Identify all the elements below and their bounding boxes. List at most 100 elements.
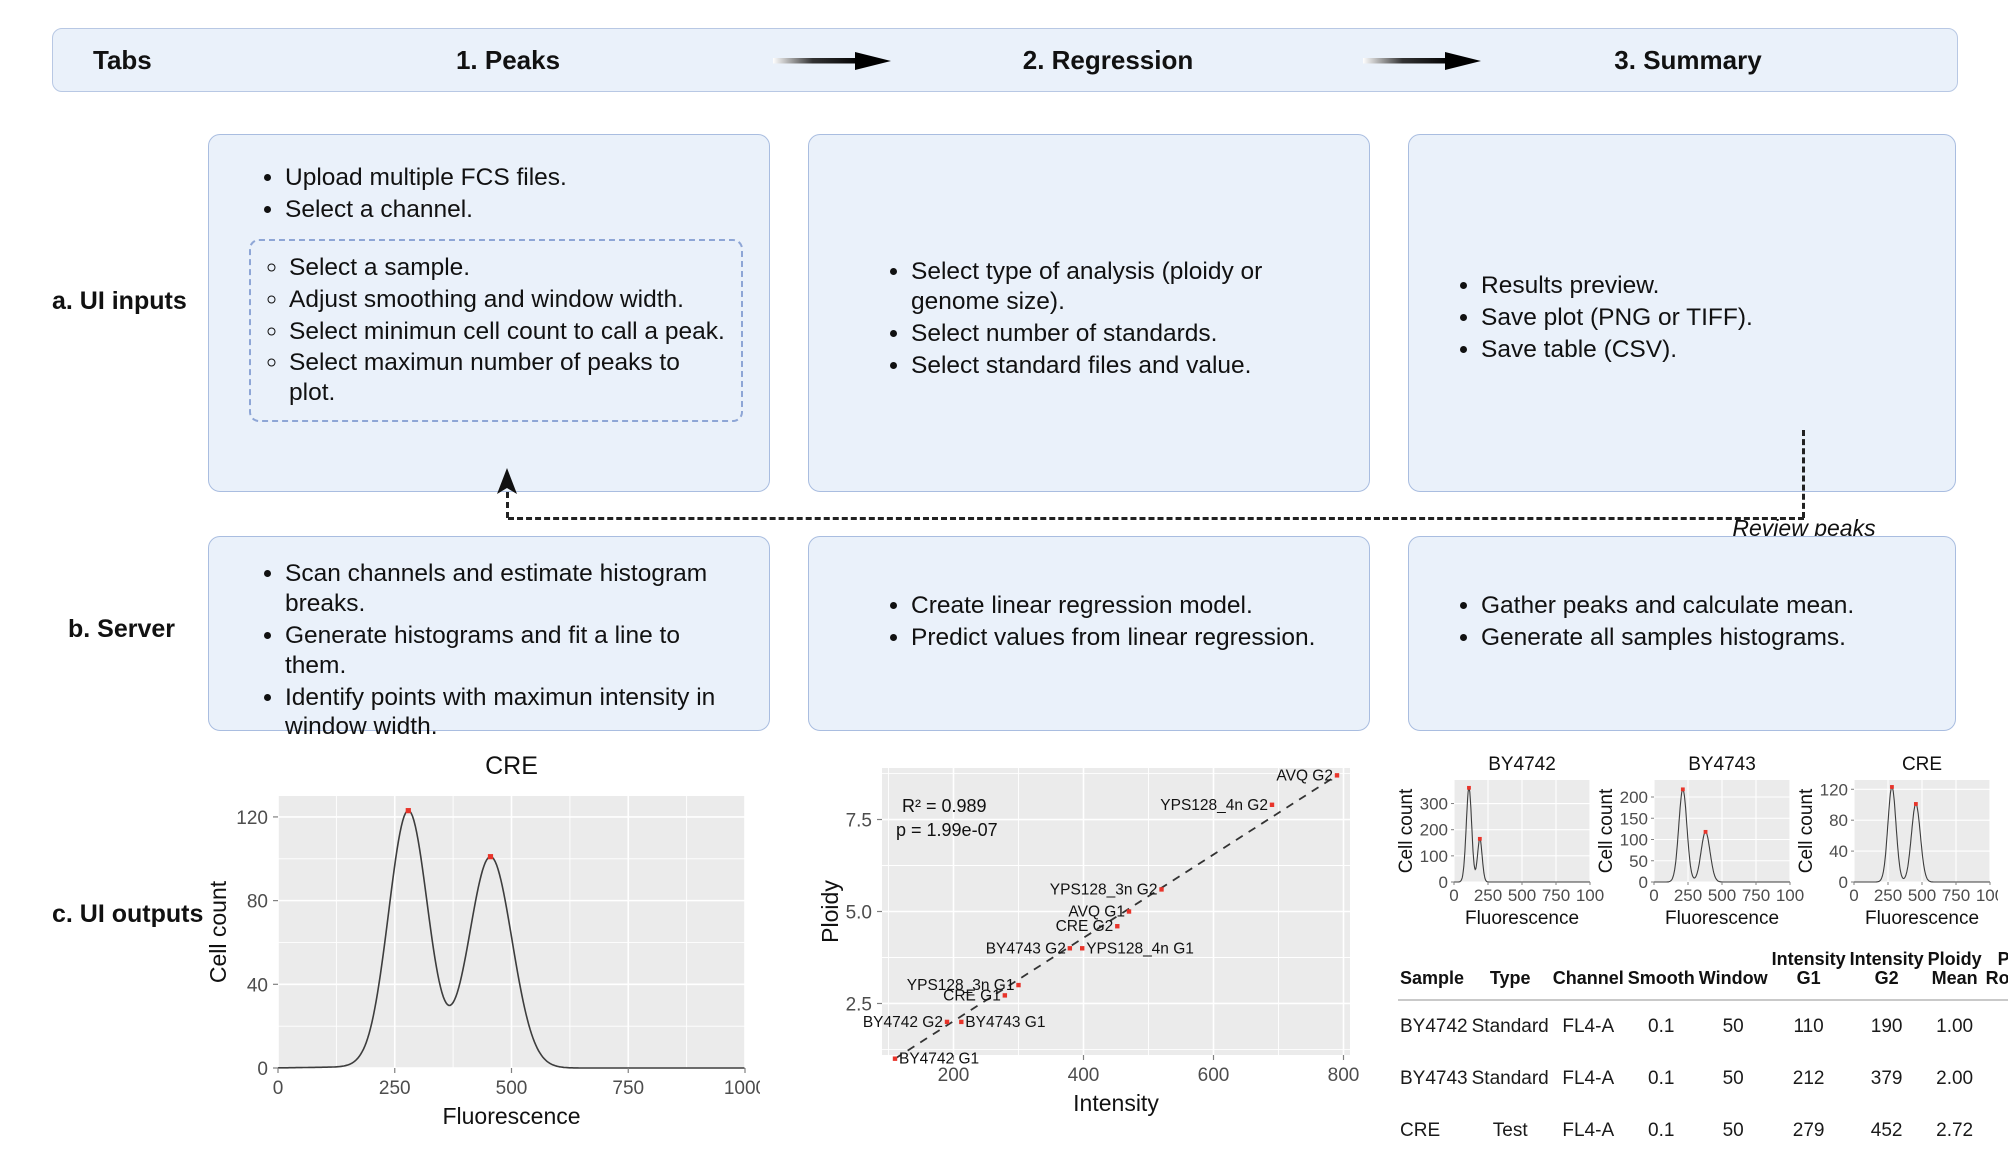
table-cell: 50 xyxy=(1722,1067,1744,1089)
y-tick-label: 200 xyxy=(1420,821,1448,840)
x-tick-label: 100 xyxy=(1776,886,1804,905)
table-cell: 0.1 xyxy=(1648,1067,1675,1089)
p-value-annotation: p = 1.99e-07 xyxy=(896,820,998,840)
tab-regression[interactable]: 2. Regression xyxy=(1022,44,1194,75)
table-cell: 452 xyxy=(1870,1119,1903,1141)
y-tick-label: 40 xyxy=(247,975,268,996)
tab-summary[interactable]: 3. Summary xyxy=(1614,44,1762,75)
x-tick-label: 0 xyxy=(1849,886,1858,905)
list-item: Save table (CSV). xyxy=(1481,335,1931,365)
y-tick-label: 2.5 xyxy=(846,994,872,1015)
tab-peaks[interactable]: 1. Peaks xyxy=(455,44,561,75)
list-item: Gather peaks and calculate mean. xyxy=(1481,591,1933,621)
y-tick-label: 200 xyxy=(1620,788,1648,807)
arrow-right-icon-1 xyxy=(773,51,891,70)
x-tick-label: 800 xyxy=(1328,1065,1360,1086)
table-cell: 279 xyxy=(1792,1119,1825,1141)
x-tick-label: 0 xyxy=(273,1078,284,1099)
table-body: BY4742StandardFL4-A0.1501101901.001BY474… xyxy=(1398,1000,2008,1157)
table-cell: 3 xyxy=(1984,1105,2008,1157)
data-point xyxy=(1080,946,1085,951)
data-point xyxy=(892,1056,898,1061)
histogram-curve xyxy=(277,809,745,1069)
y-tick-label: 150 xyxy=(1620,809,1648,828)
row-label-ui-outputs: c. UI outputs xyxy=(52,900,204,928)
y-tick-label: 0 xyxy=(1439,873,1448,892)
y-axis-label: Ploidy xyxy=(820,880,843,943)
x-axis-label: Fluorescence xyxy=(1665,908,1779,929)
x-tick-label: 500 xyxy=(1708,886,1736,905)
x-tick-label: 0 xyxy=(1649,886,1658,905)
x-axis-label: Fluorescence xyxy=(442,1103,580,1129)
list-item: Predict values from linear regression. xyxy=(911,623,1347,653)
table-cell: 2 xyxy=(1984,1053,2008,1105)
chart-title: CRE xyxy=(485,752,538,780)
list-item: Select number of standards. xyxy=(911,319,1339,349)
chart-cre-histogram: CRE0250500750100004080120FluorescenceCel… xyxy=(200,748,766,1143)
data-point xyxy=(1159,887,1164,892)
table-cell: 50 xyxy=(1722,1119,1744,1141)
panel-b1-bullets: Scan channels and estimate histogram bre… xyxy=(249,559,747,742)
regression-fit-line xyxy=(894,774,1338,1060)
table-cell: 2.72 xyxy=(1936,1119,1974,1141)
table-cell: 190 xyxy=(1870,1015,1903,1037)
data-point-label: BY4742 G1 xyxy=(899,1051,979,1068)
y-tick-label: 0 xyxy=(257,1059,268,1080)
x-tick-label: 750 xyxy=(1742,886,1770,905)
panel-a3-bullets: Results preview. Save plot (PNG or TIFF)… xyxy=(1445,271,1931,365)
list-item: Results preview. xyxy=(1481,271,1931,301)
data-point-label: YPS128_3n G1 xyxy=(907,977,1015,994)
list-item: Save plot (PNG or TIFF). xyxy=(1481,303,1931,333)
x-tick-label: 600 xyxy=(1198,1065,1230,1086)
panel-server-regression: Create linear regression model. Predict … xyxy=(808,536,1370,731)
peak-marker xyxy=(1680,787,1685,792)
connector-horizontal xyxy=(508,517,1804,520)
data-point xyxy=(1002,993,1008,998)
list-item: Upload multiple FCS files. xyxy=(285,163,743,193)
list-item: Select minimun cell count to call a peak… xyxy=(289,317,731,347)
data-point-label: YPS128_3n G2 xyxy=(1050,881,1158,898)
table-column-header: Window xyxy=(1696,948,1770,1001)
arrow-up-icon xyxy=(496,468,518,505)
table-column-header: PloidyRounded xyxy=(1983,948,2008,1001)
connector-vertical-right xyxy=(1802,430,1805,518)
y-tick-label: 0 xyxy=(1639,873,1648,892)
list-item: Generate histograms and fit a line to th… xyxy=(285,621,747,681)
y-tick-label: 5.0 xyxy=(846,903,872,924)
table-column-header: Type xyxy=(1469,948,1551,1001)
table-column-header: Channel xyxy=(1550,948,1626,1001)
data-point-label: CRE G1 xyxy=(943,987,1001,1004)
x-tick-label: 250 xyxy=(1874,886,1902,905)
y-tick-label: 120 xyxy=(236,808,268,829)
x-axis-label: Fluorescence xyxy=(1865,908,1979,929)
x-tick-label: 0 xyxy=(1449,886,1458,905)
table-column-header: Smooth xyxy=(1625,948,1697,1001)
list-item: Identify points with maximun intensity i… xyxy=(285,683,747,743)
y-tick-label: 80 xyxy=(247,892,268,913)
panel-a1-sub-box: Select a sample. Adjust smoothing and wi… xyxy=(249,238,743,423)
table-cell: 212 xyxy=(1792,1067,1825,1089)
data-point xyxy=(1269,802,1275,807)
y-axis-label: Cell count xyxy=(1398,788,1417,873)
table-cell: 2.00 xyxy=(1936,1067,1974,1089)
list-item: Select a sample. xyxy=(289,253,731,283)
x-tick-label: 100 xyxy=(1576,886,1604,905)
panel-ui-inputs-regression: Select type of analysis (ploidy or genom… xyxy=(808,134,1370,492)
peak-marker xyxy=(405,808,411,814)
x-tick-label: 750 xyxy=(612,1078,644,1099)
x-tick-label: 750 xyxy=(1542,886,1570,905)
panel-b2-bullets: Create linear regression model. Predict … xyxy=(875,591,1347,653)
y-tick-label: 100 xyxy=(1620,831,1648,850)
peak-marker xyxy=(1890,785,1894,789)
panel-ui-inputs-peaks: Upload multiple FCS files. Select a chan… xyxy=(208,134,770,492)
data-point-label: YPS128_4n G2 xyxy=(1160,797,1268,814)
y-axis-label: Cell count xyxy=(205,880,231,983)
